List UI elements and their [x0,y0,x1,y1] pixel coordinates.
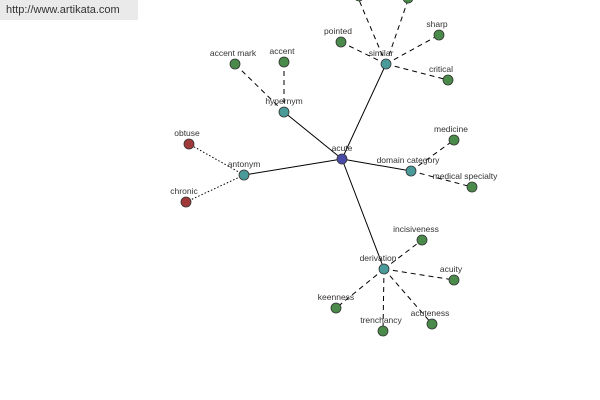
node-medical-specialty[interactable] [466,181,478,193]
edge-acute-similar [341,63,387,160]
label-trenchancy[interactable]: trenchancy [360,315,402,325]
label-antonym[interactable]: antonym [228,159,261,169]
graph-nodes [180,0,478,337]
edge-similar-sharp [385,34,440,65]
graph-labels: acute similar hypernym antonym domain ca… [170,19,498,325]
edge-derivation-trenchancy [382,268,385,332]
label-acuteness[interactable]: acuteness [411,308,450,318]
label-hypernym[interactable]: hypernym [265,96,302,106]
edge-derivation-keenness [335,268,385,309]
edge-derivation-acuteness [383,268,433,325]
label-accent[interactable]: accent [269,46,295,56]
label-medical-specialty[interactable]: medical specialty [433,171,498,181]
node-term-offscreen-1[interactable] [354,0,364,2]
node-hypernym[interactable] [278,106,290,118]
label-sharp[interactable]: sharp [426,19,448,29]
node-sharp[interactable] [433,29,445,41]
source-link[interactable]: http://www.artikata.com [0,0,138,20]
edge-acute-hypernym [283,111,343,160]
label-chronic[interactable]: chronic [170,186,198,196]
node-accent[interactable] [278,56,290,68]
edge-antonym-obtuse [188,143,245,176]
node-acute[interactable] [336,153,348,165]
node-accent-mark[interactable] [229,58,241,70]
node-antonym[interactable] [238,169,250,181]
edge-hypernym-accent-mark [234,63,285,113]
label-critical[interactable]: critical [429,64,453,74]
edge-acute-domain-category [341,158,412,172]
label-acuity[interactable]: acuity [440,264,463,274]
edge-similar-offscreen-1 [358,0,387,65]
edge-similar-offscreen-2 [385,0,409,65]
edge-similar-critical [385,63,449,81]
label-similar[interactable]: similar [369,48,394,58]
label-medicine[interactable]: medicine [434,124,468,134]
node-term-offscreen-2[interactable] [402,0,414,4]
node-acuity[interactable] [448,274,460,286]
label-keenness[interactable]: keenness [318,292,354,302]
label-domain-category[interactable]: domain category [377,155,441,165]
node-keenness[interactable] [330,302,342,314]
edge-acute-derivation [341,158,385,270]
node-critical[interactable] [442,74,454,86]
edge-antonym-chronic [185,174,245,203]
node-chronic[interactable] [180,196,192,208]
label-obtuse[interactable]: obtuse [174,128,200,138]
edge-acute-antonym [243,158,343,176]
node-obtuse[interactable] [183,138,195,150]
label-pointed[interactable]: pointed [324,26,352,36]
node-derivation[interactable] [378,263,390,275]
node-domain-category[interactable] [405,165,417,177]
node-similar[interactable] [380,58,392,70]
label-derivation[interactable]: derivation [360,253,397,263]
label-accent-mark[interactable]: accent mark [210,48,257,58]
node-incisiveness[interactable] [416,234,428,246]
node-trenchancy[interactable] [377,325,389,337]
edge-derivation-acuity [383,268,455,281]
node-acuteness[interactable] [426,318,438,330]
node-pointed[interactable] [335,36,347,48]
graph-edges [185,0,473,332]
edge-derivation-incisiveness [383,239,423,270]
node-medicine[interactable] [448,134,460,146]
label-acute[interactable]: acute [332,143,353,153]
label-incisiveness[interactable]: incisiveness [393,224,439,234]
edge-domain-medical-specialty [410,170,473,188]
